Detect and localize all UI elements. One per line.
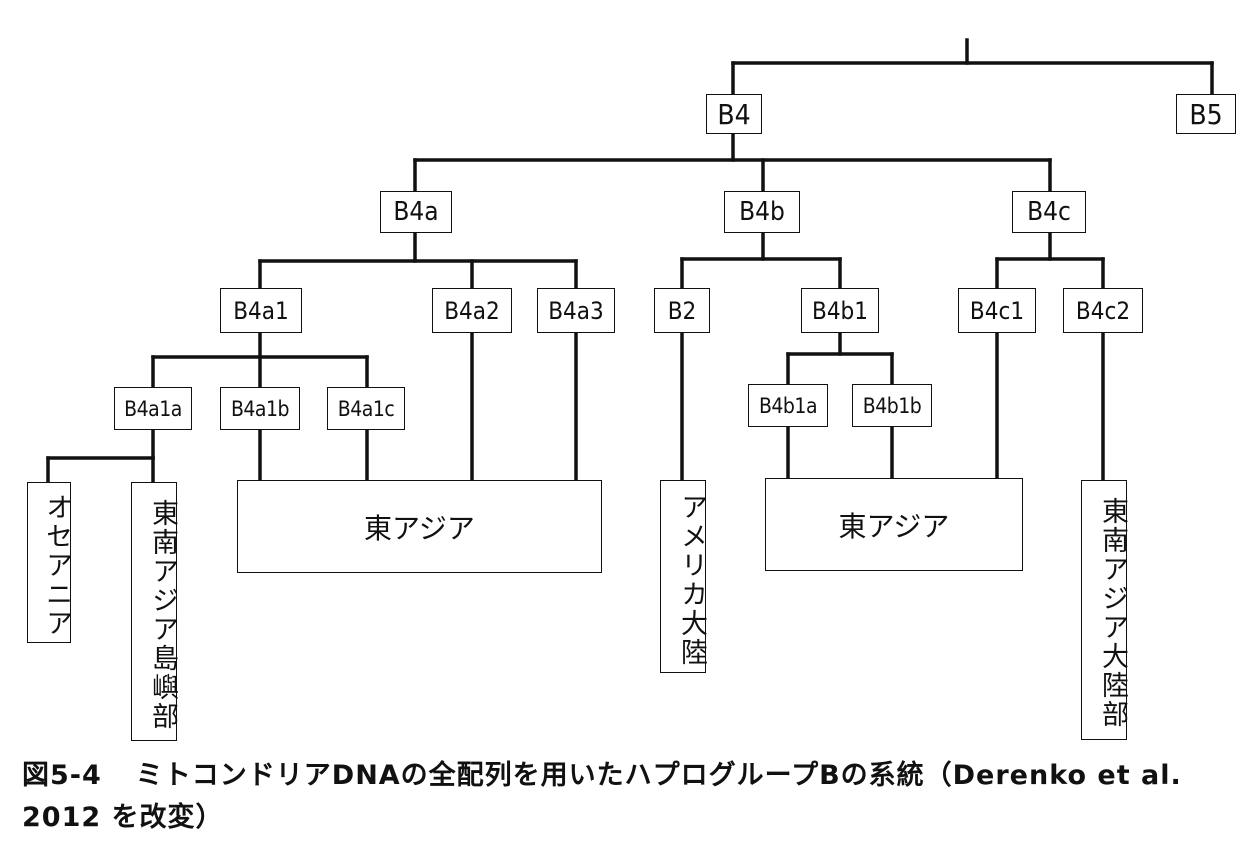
node-B4b1: B4b1 [801, 288, 879, 333]
node-B4c: B4c [1012, 191, 1086, 233]
region-americas: アメリカ大陸 [660, 480, 707, 673]
node-B4a2: B4a2 [432, 288, 512, 333]
region-east-asia-1: 東アジア [237, 480, 602, 573]
node-B5: B5 [1176, 94, 1236, 134]
node-B4: B4 [706, 94, 762, 134]
node-B4a1b: B4a1b [220, 387, 300, 430]
node-B4a1: B4a1 [220, 288, 302, 333]
region-se-asia-mainland: 東南アジア大陸部 [1081, 480, 1128, 740]
region-se-asia-islands: 東南アジア島嶼部 [131, 482, 178, 741]
region-oceania: オセアニア [27, 482, 72, 643]
node-B4b: B4b [724, 191, 800, 233]
figure-number: 図5-4 [22, 760, 102, 791]
node-B4c2: B4c2 [1063, 288, 1143, 333]
node-B4c1: B4c1 [958, 288, 1036, 333]
node-B4a: B4a [380, 191, 452, 233]
node-B2: B2 [654, 288, 710, 333]
node-B4a1c: B4a1c [327, 387, 405, 430]
caption-text: ミトコンドリアDNAの全配列を用いたハプログループBの系統（Derenko et… [22, 760, 1182, 833]
node-B4a1a: B4a1a [114, 387, 192, 430]
node-B4b1a: B4b1a [748, 384, 828, 427]
region-east-asia-2: 東アジア [765, 478, 1023, 571]
node-B4b1b: B4b1b [852, 384, 932, 427]
node-B4a3: B4a3 [537, 288, 615, 333]
